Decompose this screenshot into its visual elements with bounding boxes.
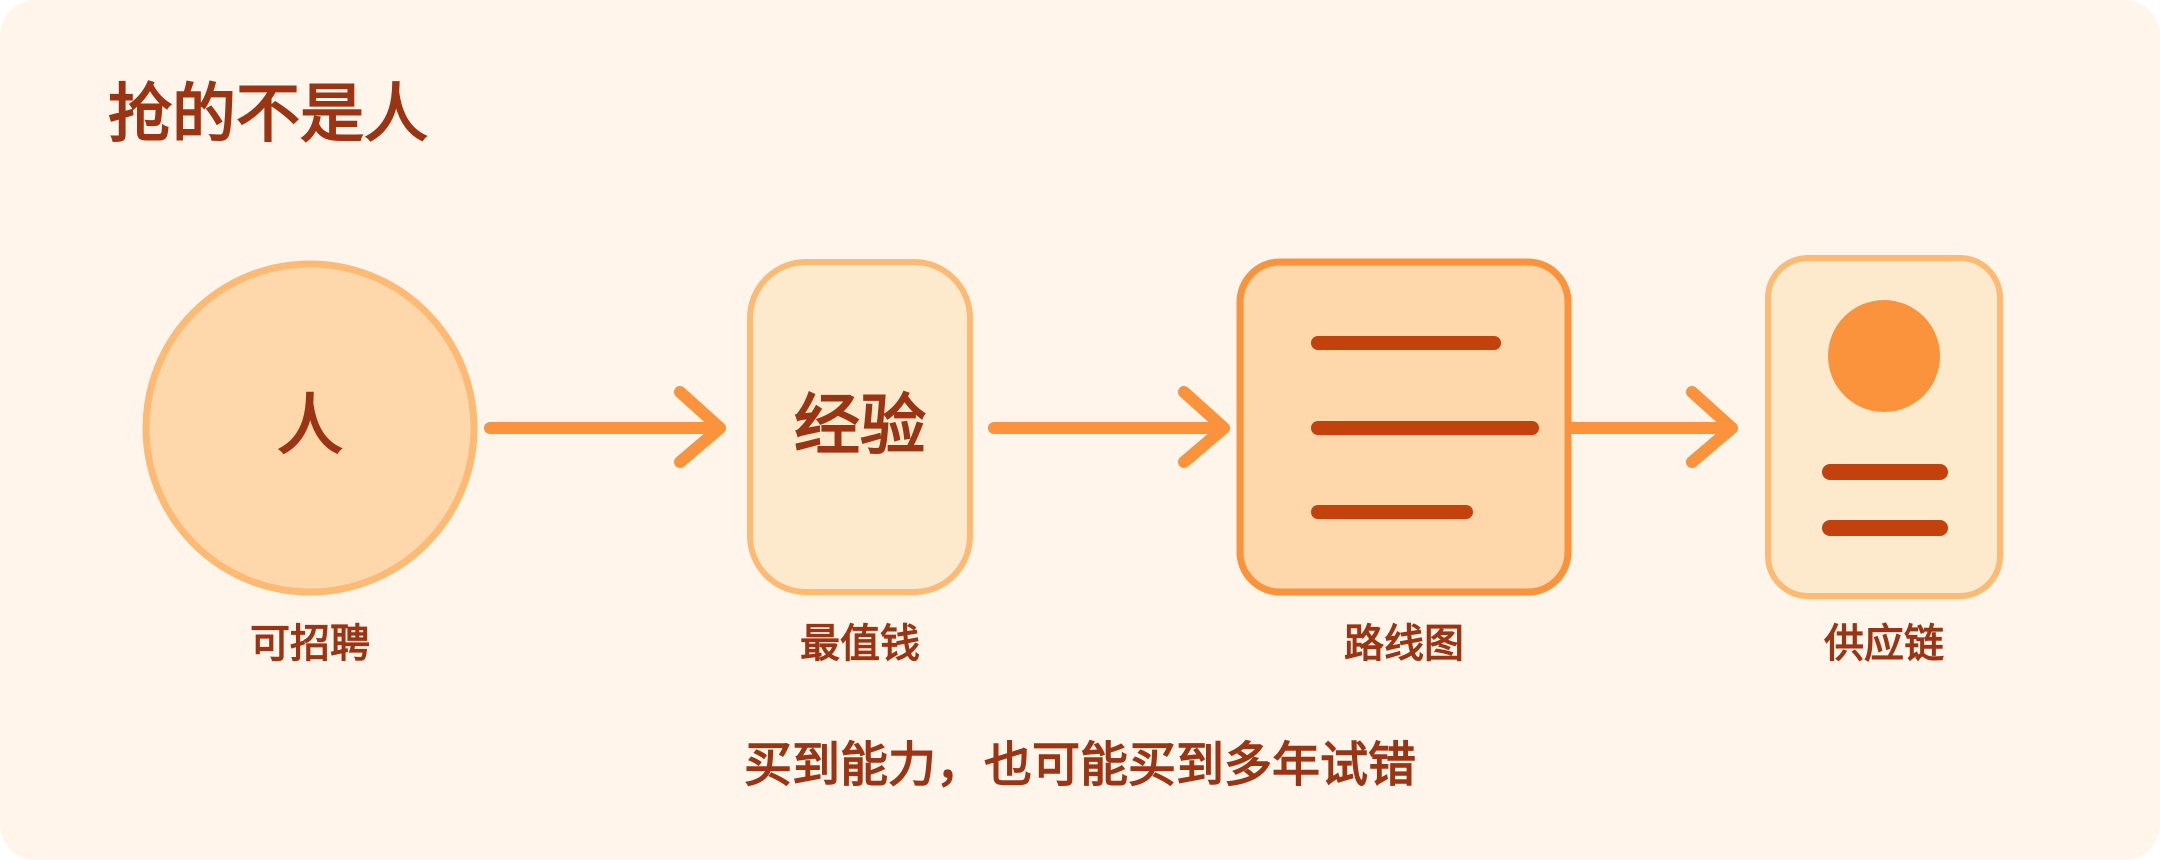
node-supply-chain xyxy=(1765,255,2003,599)
node-roadmap xyxy=(1236,258,1572,596)
arrow-1 xyxy=(484,386,726,468)
experience-text: 经验 xyxy=(794,387,926,464)
label-experience: 最值钱 xyxy=(800,621,920,667)
caption: 买到能力，也可能买到多年试错 xyxy=(743,737,1416,793)
arrow-2 xyxy=(988,386,1230,468)
supply-chain-card xyxy=(1765,255,2003,599)
label-people: 可招聘 xyxy=(250,621,370,667)
arrow-3 xyxy=(1566,386,1738,468)
people-circle xyxy=(142,260,478,596)
label-roadmap: 路线图 xyxy=(1344,621,1464,667)
supply-chain-avatar xyxy=(1828,300,1940,412)
node-people: 人 xyxy=(142,260,478,596)
label-supply-chain: 供应链 xyxy=(1824,621,1944,667)
page-title: 抢的不是人 xyxy=(108,78,428,152)
experience-box xyxy=(747,259,973,595)
node-experience: 经验 xyxy=(747,259,973,595)
people-text: 人 xyxy=(277,387,343,464)
